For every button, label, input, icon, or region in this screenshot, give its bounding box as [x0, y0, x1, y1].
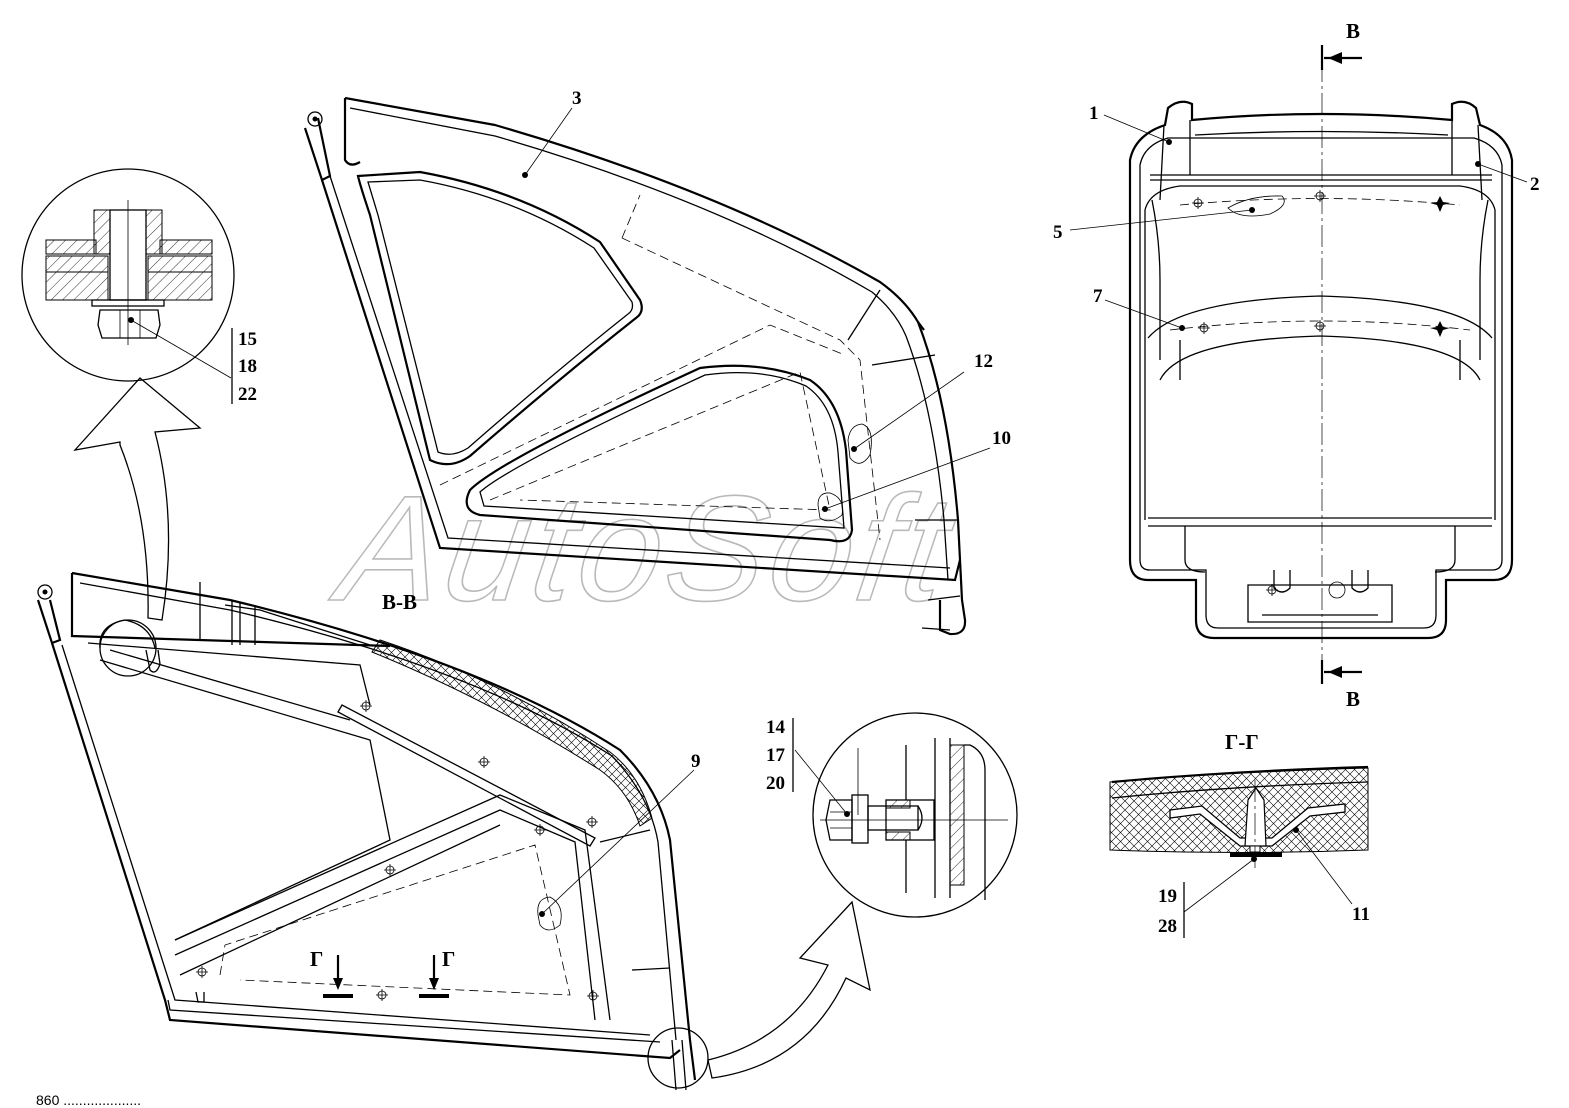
callout-9: 9: [691, 751, 701, 772]
bolt-detail-top: [21, 168, 235, 404]
section-mark-b-bottom: В: [1346, 687, 1360, 711]
stack-gg-1: 19: [1158, 886, 1177, 907]
detail-arrow-up: [73, 377, 202, 621]
stack-right-3: 20: [766, 773, 785, 794]
cover-front-view: [1069, 45, 1528, 684]
detail-arrow-right: [707, 900, 871, 1079]
callout-10: 10: [992, 428, 1011, 449]
callout-7: 7: [1093, 286, 1103, 307]
stack-right-1: 14: [766, 717, 786, 738]
section-mark-g-right: Г: [442, 947, 455, 971]
stack-top-2: 18: [238, 356, 257, 377]
section-label-vv: В-В: [382, 590, 417, 614]
section-gg-view: [1109, 765, 1369, 938]
section-mark-g-left: Г: [310, 947, 323, 971]
section-label-gg: Г-Г: [1225, 730, 1259, 754]
page-footer: 860 ....................: [36, 1092, 142, 1108]
callout-5: 5: [1053, 222, 1063, 243]
stack-right-2: 17: [766, 745, 786, 766]
callout-2: 2: [1530, 174, 1540, 195]
watermark: AutoSoft: [323, 465, 964, 632]
bolt-detail-right: [792, 712, 1018, 918]
stack-gg-2: 28: [1158, 916, 1177, 937]
callout-11: 11: [1352, 904, 1370, 925]
callout-12: 12: [974, 351, 993, 372]
cover-inner-view: [36, 571, 709, 1091]
cover-side-view: [303, 96, 991, 636]
callout-3: 3: [572, 88, 582, 109]
stack-top-1: 15: [238, 329, 257, 350]
callout-1: 1: [1089, 103, 1099, 124]
stack-top-3: 22: [238, 384, 257, 405]
section-mark-b-top: В: [1346, 19, 1360, 43]
